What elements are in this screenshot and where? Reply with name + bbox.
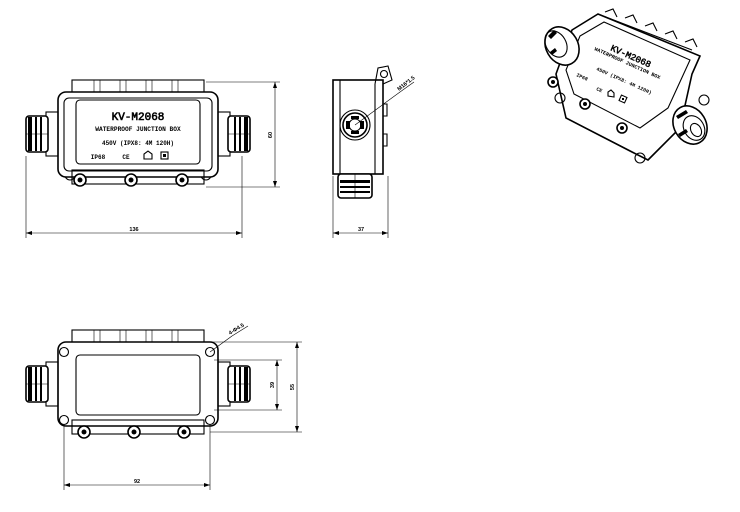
side-thread-label: M16*1.5 [397,75,417,92]
front-height-dimension: 60 [206,81,280,188]
bottom-mount-width-label: 92 [134,479,140,485]
front-model-text: KV-M2068 [112,112,165,124]
front-width-dimension: 136 [25,156,243,238]
side-depth-label: 37 [358,227,364,233]
bottom-mount-width-dimension: 92 [63,425,211,490]
side-depth-dimension: 37 [332,176,389,238]
bottom-hole-label: 4-Φ4.5 [228,323,246,337]
bottom-outer-height-label: 55 [290,384,296,390]
front-recycle-icon [160,151,169,160]
side-bottom-gland [337,173,373,199]
front-ce-mark: CE [122,154,130,161]
front-title-text: WATERPROOF JUNCTION BOX [95,126,181,133]
bottom-hole-callout: 4-Φ4.5 [209,323,249,353]
isometric-view: KV-M2068 WATERPROOF JUNCTION BOX 450V (I… [544,8,710,164]
iso-right-cable-gland [672,105,708,145]
iso-body [555,13,702,161]
iso-screws [547,76,628,134]
front-ip-text: IP68 [91,154,106,161]
front-view: KV-M2068 WATERPROOF JUNCTION BOX 450V (I… [25,79,280,238]
bottom-right-cable-gland [217,361,251,407]
bottom-screws [71,419,205,439]
front-height-label: 60 [268,132,274,138]
bottom-inner-height-dimension: 39 [214,359,282,411]
iso-label-face [565,21,691,129]
side-view: M16*1.5 37 [332,65,417,238]
iso-recycle-icon [618,94,628,104]
iso-house-icon [607,89,615,98]
front-width-label: 136 [129,227,138,233]
iso-ce-mark: CE [595,86,603,94]
bottom-view: 4-Φ4.5 39 55 92 [25,323,302,490]
bottom-inner-height-label: 39 [270,382,276,388]
bottom-inner-panel [75,354,201,416]
front-bottom-screws [71,169,205,187]
front-house-icon [143,150,153,160]
front-rating-text: 450V (IPX8: 4M 120H) [102,140,174,147]
front-label-plate [75,99,201,165]
side-gland-face [339,109,371,141]
front-right-cable-gland [217,111,251,157]
front-left-cable-gland [25,111,59,157]
iso-ip-text: IP68 [575,72,588,82]
bottom-left-cable-gland [25,361,59,407]
bottom-outer-height-dimension: 55 [210,341,302,433]
bottom-mounting-holes [58,346,216,426]
iso-left-cable-gland [544,26,580,66]
